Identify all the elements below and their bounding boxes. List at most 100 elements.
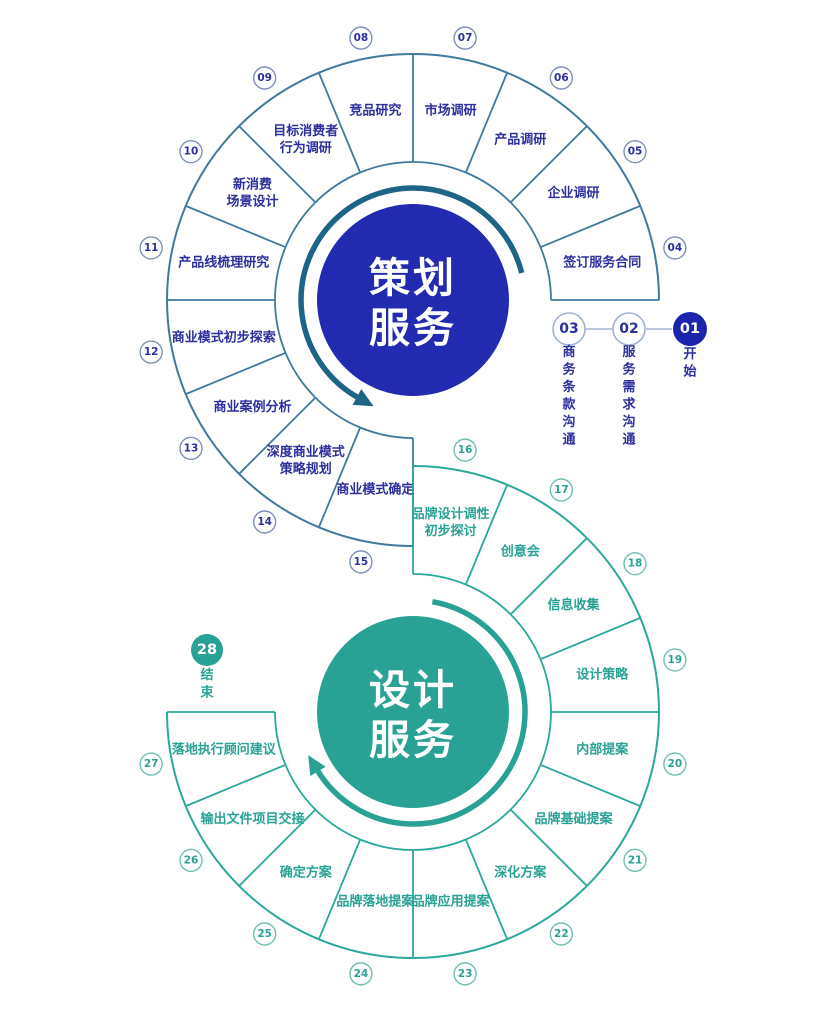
- step-badge-number: 05: [628, 146, 643, 158]
- wedge-divider: [318, 839, 362, 940]
- step-badge: [453, 26, 477, 50]
- chain-badge-number: 03: [559, 321, 578, 337]
- step-badge-number: 23: [458, 968, 473, 980]
- step-badge: [139, 752, 163, 776]
- end-label: 结束: [200, 667, 214, 701]
- wheel-outer-arc: [412, 465, 508, 486]
- wheel-outer-arc: [639, 711, 660, 807]
- wheel-inner-arc: [539, 658, 552, 713]
- step-badge-number: 04: [668, 242, 683, 254]
- end-marker: 28 结束: [191, 634, 223, 701]
- wheel-outer-arc: [506, 885, 588, 941]
- step-badge: [453, 438, 477, 462]
- chain-step-label: 服务需求沟通: [622, 345, 636, 448]
- step-label: 目标消费者行为调研: [273, 123, 338, 156]
- wheel-outer-arc: [639, 617, 660, 713]
- wheel-inner-arc: [412, 573, 467, 586]
- step-badge-number: 25: [257, 928, 272, 940]
- step-label: 品牌落地提案: [336, 893, 415, 909]
- wedge-divider: [540, 617, 641, 661]
- step-label: 新消费场景设计: [227, 176, 279, 209]
- wheel-outer-arc: [166, 299, 187, 395]
- wheel-outer-arc: [318, 53, 414, 74]
- step-badge: [139, 340, 163, 364]
- end-badge: [191, 634, 223, 666]
- step-badge: [623, 551, 647, 576]
- wheel-inner-arc: [412, 838, 467, 851]
- chain-badge: [612, 312, 646, 346]
- step-label: 市场调研: [425, 103, 477, 119]
- step-badge: [179, 139, 203, 164]
- wheel-inner-arc: [284, 352, 317, 399]
- step-label: 产品调研: [494, 132, 546, 148]
- wheel-outer-arc: [412, 53, 508, 74]
- step-badge-number: 22: [554, 928, 569, 940]
- step-badge-number: 08: [354, 32, 369, 44]
- wedge-divider: [464, 484, 508, 585]
- wheel-inner-arc: [539, 246, 552, 301]
- wheel-inner-arc: [284, 201, 317, 248]
- step-badge-number: 21: [628, 854, 643, 866]
- step-badge-number: 12: [144, 346, 159, 358]
- step-label: 输出文件项目交接: [201, 811, 305, 827]
- wedge-divider: [540, 205, 641, 249]
- wedge-divider: [185, 763, 286, 807]
- wedge-divider: [509, 808, 588, 887]
- start-badge: [673, 312, 707, 346]
- step-label: 深化方案: [494, 864, 547, 880]
- wheel-outer-arc: [184, 393, 240, 475]
- wedge-divider: [464, 72, 508, 173]
- wheel-outer-arc: [586, 125, 642, 207]
- wedge-divider: [238, 125, 317, 204]
- step-badge: [453, 962, 477, 986]
- step-badge-number: 09: [257, 72, 272, 84]
- wedge-divider: [238, 808, 317, 887]
- wheel-outer-arc: [506, 71, 588, 127]
- step-label: 落地执行顾问建议: [172, 742, 277, 758]
- wheel-hub-circle: [317, 616, 509, 808]
- wheel-inner-arc: [359, 161, 414, 174]
- step-label: 商业模式确定: [336, 481, 414, 497]
- chain-badge: [552, 312, 586, 346]
- step-badge: [252, 922, 277, 946]
- design-wheel: 品牌设计调性初步探讨16创意会17信息收集18设计策略19内部提案20品牌基础提…: [139, 438, 687, 986]
- step-badge-number: 07: [458, 32, 473, 44]
- wheel-inner-arc: [274, 299, 287, 354]
- step-badge: [252, 510, 277, 534]
- step-badge-number: 20: [668, 758, 683, 770]
- step-label: 信息收集: [547, 597, 600, 613]
- wheel-inner-arc: [509, 613, 542, 660]
- step-label: 创意会: [500, 544, 541, 560]
- wedge-divider: [540, 763, 641, 807]
- step-badge-number: 26: [184, 854, 199, 866]
- step-badge-number: 06: [554, 72, 569, 84]
- wheel-inner-arc: [412, 161, 467, 174]
- flow-arrowhead-icon: [352, 389, 374, 407]
- step-badge: [252, 66, 277, 90]
- step-badge-number: 10: [184, 146, 199, 158]
- wheel-inner-arc: [359, 838, 414, 851]
- step-label: 竞品研究: [349, 103, 401, 119]
- wedge-divider: [318, 427, 362, 528]
- wedge-divider: [185, 351, 286, 395]
- step-badge-number: 16: [458, 444, 473, 456]
- end-badge-number: 28: [197, 642, 217, 658]
- wheel-outer-arc: [166, 711, 187, 807]
- wedge-divider: [238, 396, 317, 475]
- wheel-inner-arc: [314, 171, 361, 204]
- step-badge: [549, 922, 574, 946]
- wheel-hub-circle: [317, 204, 509, 396]
- wheel-inner-arc: [509, 764, 542, 811]
- wheel-outer-arc: [238, 885, 320, 941]
- wheel-inner-arc: [509, 201, 542, 248]
- step-label: 确定方案: [280, 864, 333, 880]
- step-badge: [623, 848, 647, 873]
- wheel-outer-arc: [412, 938, 508, 959]
- wedge-divider: [464, 839, 508, 940]
- step-badge: [623, 139, 647, 164]
- step-badge-number: 19: [668, 654, 683, 666]
- wheel-outer-arc: [166, 205, 187, 301]
- wheel-outer-arc: [639, 205, 660, 301]
